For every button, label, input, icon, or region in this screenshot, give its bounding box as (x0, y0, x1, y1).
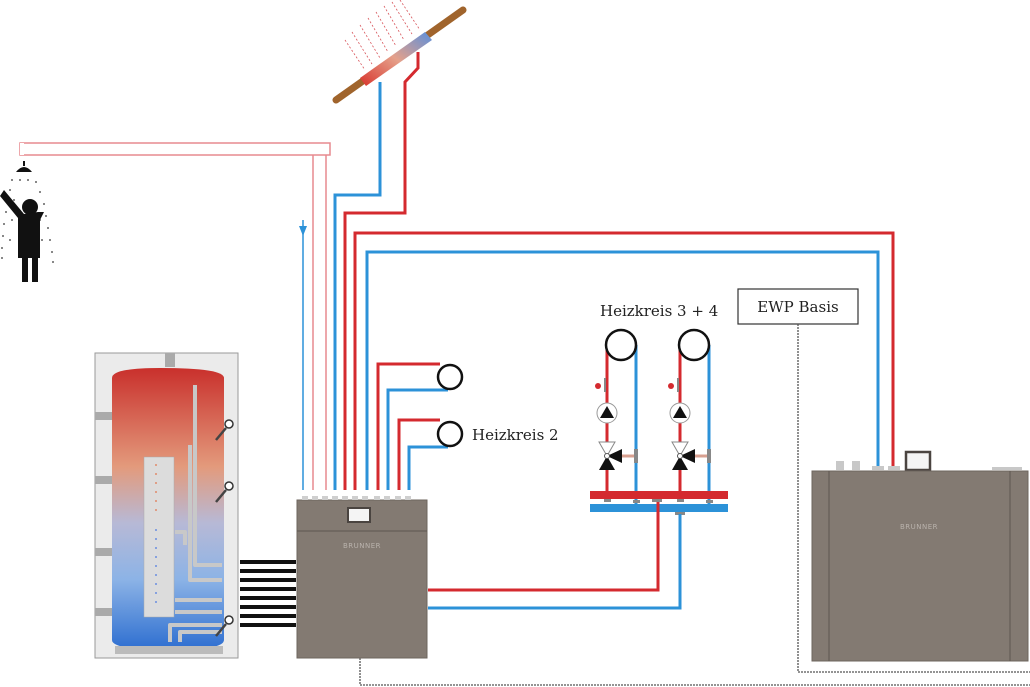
display-screen (904, 450, 932, 472)
ewp-basis-label: EWP Basis (757, 298, 838, 316)
tank-connection-bundle (240, 560, 296, 627)
solar-collector (332, 0, 467, 104)
heat-pump: BRUNNER (811, 450, 1029, 662)
heating-circuit-2: Heizkreis 2 (397, 418, 559, 490)
collector-panel (360, 32, 432, 86)
solar-pipes (333, 52, 420, 490)
thermometer-icon (595, 383, 601, 389)
heizkreis-2-label: Heizkreis 2 (472, 426, 559, 444)
flow-arrow-icon (299, 226, 307, 236)
heat-pump-pipes (353, 231, 895, 490)
radiator-circle-icon (436, 363, 464, 391)
buffer-tank (94, 352, 239, 659)
mixing-valve-icon (598, 441, 638, 470)
sensor-icon (215, 481, 234, 503)
ewp-basis-box: EWP Basis (737, 288, 859, 325)
radiator-circle-icon (436, 420, 464, 448)
mixing-valve-icon (671, 441, 711, 470)
heat-exchanger (143, 456, 175, 618)
thermometer-icon (668, 383, 674, 389)
heating-circuits-3-4: Heizkreis 3 + 4 (590, 302, 728, 515)
pump-icon (669, 402, 691, 424)
heating-circuit-1 (376, 362, 464, 490)
sensor-icon (215, 419, 234, 441)
control-cable (359, 658, 1030, 686)
radiator-circle-icon (604, 328, 638, 362)
hydraulic-module: BRUNNER (296, 496, 428, 659)
heizkreis-34-label: Heizkreis 3 + 4 (600, 302, 718, 320)
shower-icon (0, 142, 331, 282)
control-cable (797, 324, 1030, 673)
radiator-circle-icon (677, 328, 711, 362)
brand-label: BRUNNER (900, 523, 938, 531)
sensor-icon (215, 615, 234, 637)
brand-label: BRUNNER (343, 542, 381, 550)
sun-rays (344, 0, 421, 71)
pump-icon (596, 402, 618, 424)
supply-manifold (590, 491, 728, 499)
display-screen (347, 507, 371, 523)
